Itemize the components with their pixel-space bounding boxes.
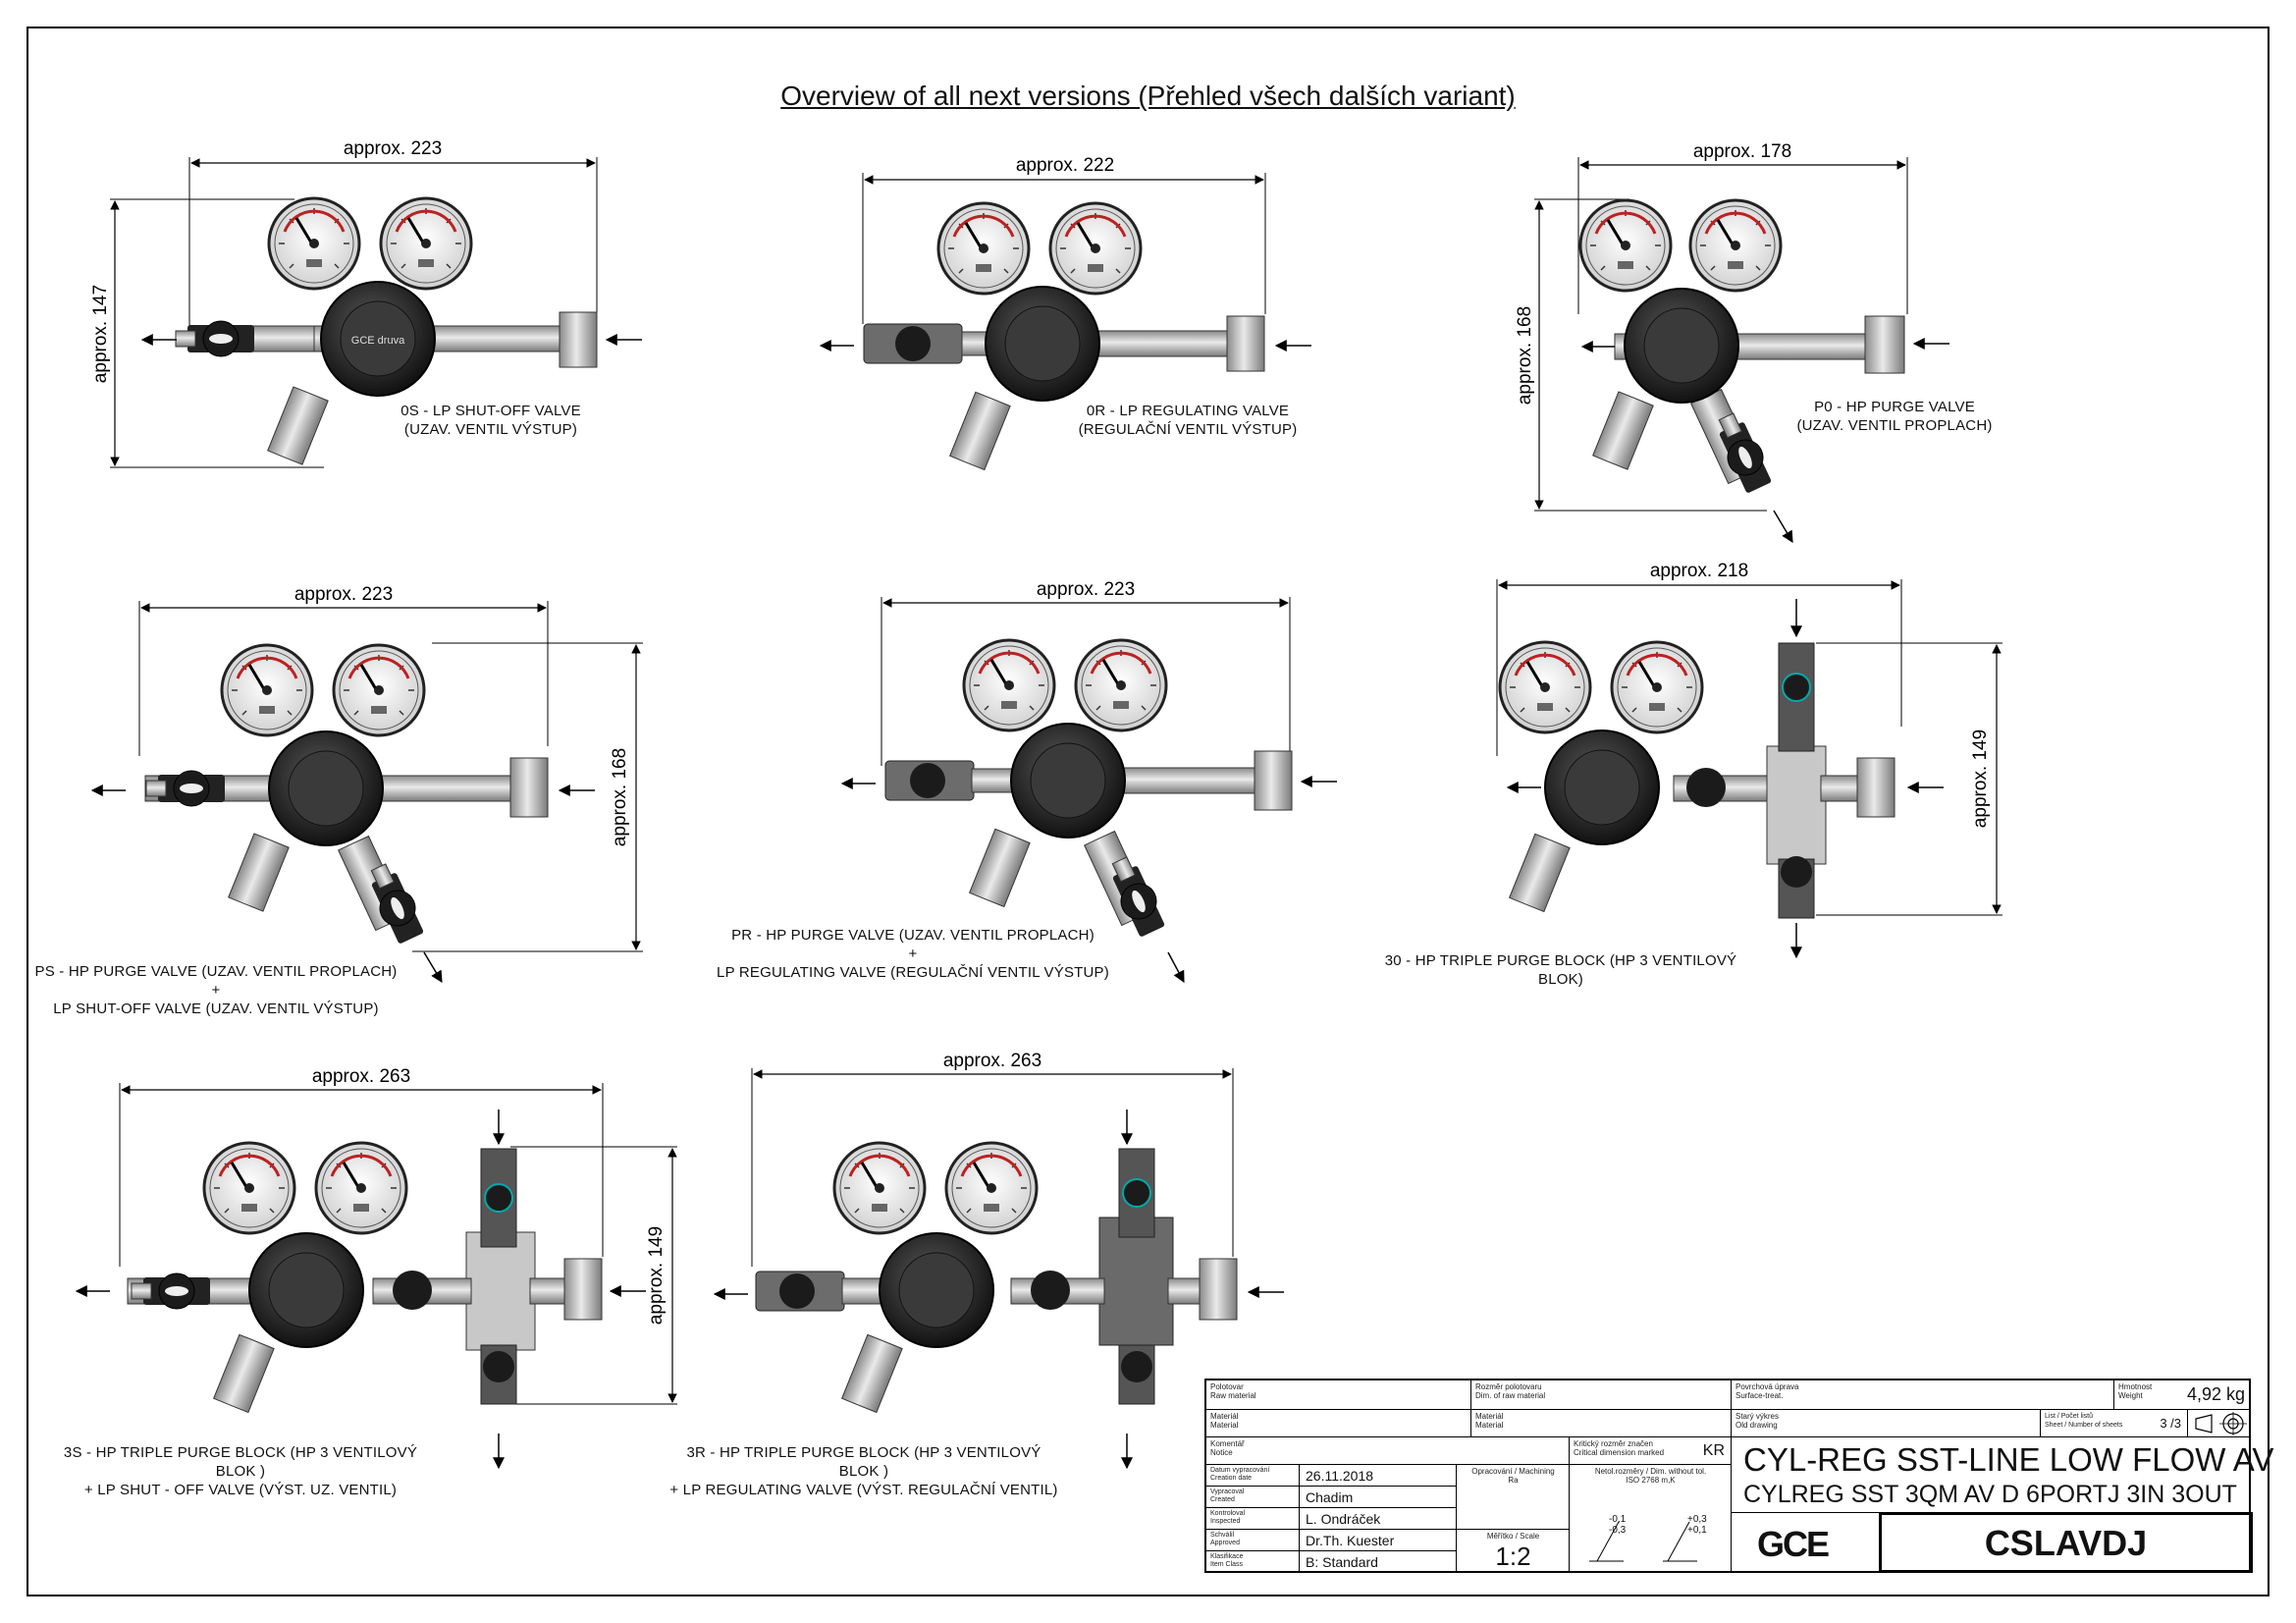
caption-3S: 3S - HP TRIPLE PURGE BLOCK (HP 3 VENTILO…: [63, 1444, 418, 1498]
tolerance-symbols: [1589, 1521, 1697, 1562]
dim-P0-width: approx. 178: [1693, 141, 1791, 162]
view-3R: [713, 1068, 1284, 1470]
company-logo: GCE: [1757, 1524, 1830, 1564]
weight-cell: Hmotnost Weight 4,92 kg: [2114, 1380, 2251, 1410]
sheet-cell: List / Počet listů Sheet / Number of she…: [2041, 1410, 2188, 1437]
drawing-title: CYL-REG SST-LINE LOW FLOW AV: [1743, 1441, 2274, 1478]
dim-3S-width: approx. 263: [312, 1066, 410, 1087]
dim-3R-width: approx. 263: [943, 1051, 1041, 1071]
critical-mark: KR: [1702, 1442, 1725, 1459]
critical-cell: Kritický rozměr značen Critical dimensio…: [1570, 1437, 1732, 1465]
dim-0R-width: approx. 222: [1016, 155, 1114, 176]
inspected-by: L. Ondráček: [1306, 1511, 1381, 1527]
scale-cell: Měřítko / Scale 1:2: [1457, 1530, 1570, 1573]
creation-date: 26.11.2018: [1306, 1468, 1374, 1484]
caption-30: 30 - HP TRIPLE PURGE BLOCK (HP 3 VENTILO…: [1384, 952, 1737, 988]
view-3S: [75, 1083, 677, 1470]
view-0R: [819, 173, 1311, 471]
sheet-border: [27, 27, 2269, 1596]
dim-PS-width: approx. 223: [294, 584, 393, 605]
raw-material-cell: Polotovar Raw material: [1206, 1380, 1471, 1410]
projection-symbol: [2188, 1410, 2251, 1437]
caption-P0: P0 - HP PURGE VALVE(UZAV. VENTIL PROPLAC…: [1796, 399, 1993, 434]
weight-value: 4,92 kg: [2186, 1384, 2245, 1404]
dim-30-height: approx. 149: [1970, 730, 1991, 828]
view-PR: [840, 597, 1337, 984]
approved-by: Dr.Th. Kuester: [1306, 1533, 1395, 1548]
caption-3R: 3R - HP TRIPLE PURGE BLOCK (HP 3 VENTILO…: [669, 1444, 1058, 1498]
title-block: Polotovar Raw material Rozměr polotovaru…: [1204, 1379, 2273, 1573]
material2-cell: Materiál Material: [1471, 1410, 1732, 1437]
machining-cell: Opracování / Machining Ra: [1457, 1465, 1570, 1530]
part-number-box: CSLAVDJ: [1879, 1512, 2253, 1573]
view-30: [1496, 579, 2002, 959]
drawing-subtitle: CYLREG SST 3QM AV D 6PORTJ 3IN 3OUT: [1743, 1481, 2237, 1508]
created-by: Chadim: [1306, 1489, 1354, 1505]
view-PS: [90, 601, 643, 984]
view-0S: GCE druva: [110, 157, 642, 468]
caption-0S: 0S - LP SHUT-OFF VALVE(UZAV. VENTIL VÝST…: [400, 403, 581, 438]
drawing-title-area: CYL-REG SST-LINE LOW FLOW AV CYLREG SST …: [1732, 1437, 2273, 1513]
dim-PS-height: approx. 168: [610, 748, 630, 846]
material-cell: Materiál Material: [1206, 1410, 1471, 1437]
caption-PR: PR - HP PURGE VALVE (UZAV. VENTIL PROPLA…: [717, 927, 1109, 981]
item-class: B: Standard: [1306, 1554, 1378, 1570]
dim-30-width: approx. 218: [1650, 561, 1748, 581]
caption-0R: 0R - LP REGULATING VALVE(REGULAČNÍ VENTI…: [1078, 403, 1298, 438]
surface-cell: Povrchová úprava Surface-treat.: [1732, 1380, 2114, 1410]
dim-raw-cell: Rozměr polotovaru Dim. of raw material: [1471, 1380, 1732, 1410]
caption-PS: PS - HP PURGE VALVE (UZAV. VENTIL PROPLA…: [34, 963, 398, 1017]
comment-cell: Komentář Notice: [1206, 1437, 1570, 1465]
tolerance-cell: Netol.rozměry / Dim. without tol. ISO 27…: [1570, 1465, 1732, 1573]
old-drawing-cell: Starý výkres Old drawing: [1732, 1410, 2041, 1437]
dim-0S-width: approx. 223: [344, 138, 442, 159]
body-logo: GCE druva: [351, 335, 405, 347]
projection-icon: [2195, 1412, 2247, 1435]
dim-0S-height: approx. 147: [90, 285, 111, 383]
part-number: CSLAVDJ: [1984, 1523, 2148, 1563]
view-P0: [1534, 157, 1949, 544]
dim-PR-width: approx. 223: [1037, 579, 1135, 600]
page-title: Overview of all next versions (Přehled v…: [780, 81, 1516, 111]
dim-P0-height: approx. 168: [1515, 306, 1535, 405]
sheet-value: 3 /3: [2160, 1416, 2181, 1431]
scale-value: 1:2: [1495, 1542, 1531, 1571]
dim-3S-height: approx. 149: [646, 1226, 667, 1325]
